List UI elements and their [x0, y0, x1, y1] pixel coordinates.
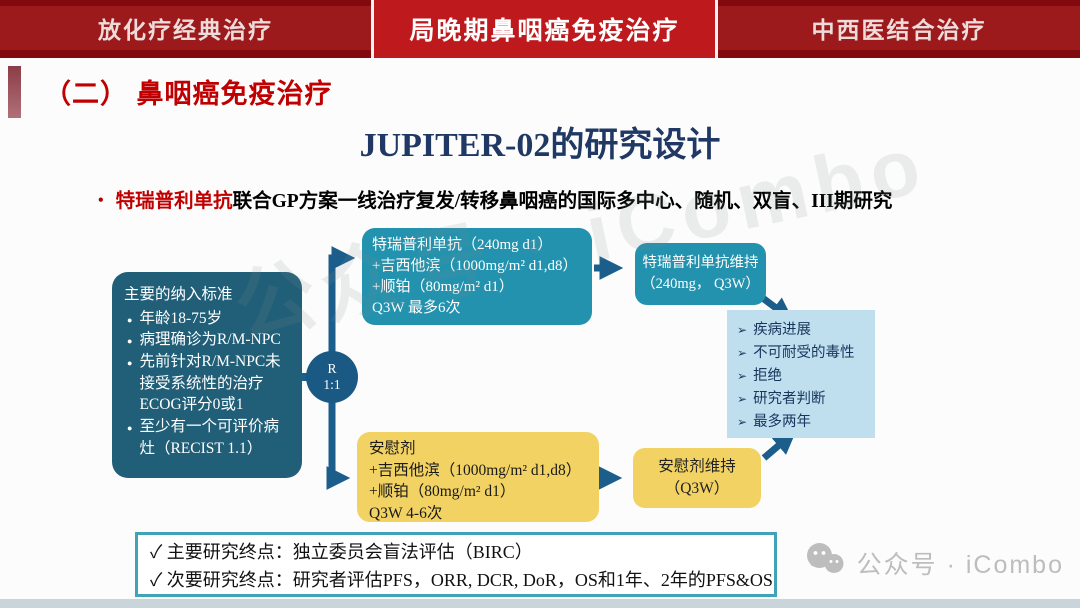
inclusion-title: 主要的纳入标准 [124, 286, 233, 303]
tab-integrative-medicine[interactable]: 中西医结合治疗 [718, 6, 1080, 50]
bullet-icon: • [98, 192, 104, 209]
randomization-node: R 1:1 [306, 351, 358, 403]
inclusion-item: 至少有一个可评价病灶（RECIST 1.1） [139, 418, 279, 457]
section-accent-bar [8, 66, 21, 118]
arm2-maintenance-line: 安慰剂维持 [658, 457, 736, 475]
arm1-line: 特瑞普利单抗（240mg d1） [372, 237, 553, 253]
discontinuation-item: 研究者判断 [753, 390, 826, 407]
arm2-line: +吉西他滨（1000mg/m² d1,d8） [369, 461, 582, 479]
list-item: ● 先前针对R/M-NPC未接受系统性的治疗 ECOG评分0或1 [124, 351, 292, 416]
list-item: ➢ 研究者判断 [735, 388, 869, 411]
arrow-bullet-icon: ➢ [737, 345, 748, 360]
primary-endpoint: ✓ 主要研究终点：独立委员会盲法评估（BIRC） [150, 542, 533, 562]
discontinuation-criteria-box: ➢ 疾病进展 ➢ 不可耐受的毒性 ➢ 拒绝 ➢ 研究者判断 ➢ 最多两年 [727, 310, 875, 438]
arm2-line: Q3W 4-6次 [369, 505, 443, 523]
wechat-account-label: 公众号 · iCombo [856, 550, 1064, 579]
arm2-maintenance-box: 安慰剂维持 （Q3W） [633, 448, 761, 508]
inclusion-item: 年龄18-75岁 [139, 309, 223, 327]
study-description: • 特瑞普利单抗联合GP方案一线治疗复发/转移鼻咽癌的国际多中心、随机、双盲、II… [98, 184, 892, 213]
tab-advanced-npc-immunotherapy[interactable]: 局晚期鼻咽癌免疫治疗 [374, 0, 715, 58]
arm2-line: 安慰剂 [369, 440, 416, 457]
arm1-treatment-box: 特瑞普利单抗（240mg d1） +吉西他滨（1000mg/m² d1,d8） … [362, 228, 592, 325]
arm1-maintenance-line: （240mg， Q3W） [641, 276, 760, 292]
round-bullet-icon: ● [127, 423, 133, 434]
arm2-line: +顺铂（80mg/m² d1） [369, 483, 516, 501]
discontinuation-item: 疾病进展 [753, 322, 812, 338]
endpoints-box: ✓ 主要研究终点：独立委员会盲法评估（BIRC） ✓ 次要研究终点：研究者评估P… [135, 532, 777, 597]
tab-separator [371, 0, 374, 58]
arm1-line: +吉西他滨（1000mg/m² d1,d8） [372, 258, 578, 274]
arrow-bullet-icon: ➢ [737, 414, 748, 429]
wechat-watermark: 公众号 · iCombo [805, 542, 1064, 583]
list-item: ➢ 疾病进展 [735, 319, 869, 342]
arm1-line: +顺铂（80mg/m² d1） [372, 279, 514, 295]
tab-classic-chemoradiotherapy[interactable]: 放化疗经典治疗 [0, 6, 371, 50]
arm2-maintenance-line: （Q3W） [664, 480, 730, 497]
inclusion-item: 先前针对R/M-NPC未接受系统性的治疗 ECOG评分0或1 [139, 353, 281, 414]
tab-separator [715, 0, 718, 58]
discontinuation-item: 最多两年 [753, 413, 812, 430]
bottom-strip [0, 599, 1080, 608]
discontinuation-item: 不可耐受的毒性 [753, 344, 855, 361]
list-item: ● 病理确诊为R/M-NPC [124, 329, 292, 351]
inclusion-criteria-box: 主要的纳入标准 ● 年龄18-75岁 ● 病理确诊为R/M-NPC ● 先前针对… [112, 272, 302, 478]
inclusion-item: 病理确诊为R/M-NPC [139, 331, 281, 349]
arm1-line: Q3W 最多6次 [372, 300, 461, 316]
arm1-maintenance-box: 特瑞普利单抗维持 （240mg， Q3W） [635, 243, 766, 305]
arm2-treatment-box: 安慰剂 +吉西他滨（1000mg/m² d1,d8） +顺铂（80mg/m² d… [357, 432, 599, 522]
round-bullet-icon: ● [127, 314, 133, 325]
page-title: JUPITER-02的研究设计 [359, 127, 721, 164]
list-item: ➢ 最多两年 [735, 411, 869, 434]
wechat-icon [805, 542, 847, 583]
list-item: ● 至少有一个可评价病灶（RECIST 1.1） [124, 416, 292, 459]
arm1-maintenance-line: 特瑞普利单抗维持 [642, 254, 759, 271]
discontinuation-item: 拒绝 [753, 367, 783, 384]
list-item: ➢ 拒绝 [735, 365, 869, 388]
arrow-bullet-icon: ➢ [737, 391, 748, 406]
arrow-bullet-icon: ➢ [737, 368, 748, 383]
secondary-endpoint: ✓ 次要研究终点：研究者评估PFS，ORR, DCR, DoR，OS和1年、2年… [150, 569, 773, 590]
section-heading: （二） 鼻咽癌免疫治疗 [44, 79, 333, 109]
list-item: ● 年龄18-75岁 [124, 308, 292, 330]
list-item: ➢ 不可耐受的毒性 [735, 342, 869, 365]
randomization-ratio: 1:1 [323, 377, 341, 392]
study-description-text: 联合GP方案一线治疗复发/转移鼻咽癌的国际多中心、随机、双盲、III期研究 [232, 191, 893, 212]
randomization-letter: R [327, 360, 337, 376]
drug-name-highlight: 特瑞普利单抗 [115, 191, 233, 212]
tab-bar: 放化疗经典治疗 局晚期鼻咽癌免疫治疗 中西医结合治疗 [0, 0, 1080, 58]
round-bullet-icon: ● [127, 358, 133, 369]
round-bullet-icon: ● [127, 336, 133, 347]
arrow-bullet-icon: ➢ [737, 323, 748, 337]
